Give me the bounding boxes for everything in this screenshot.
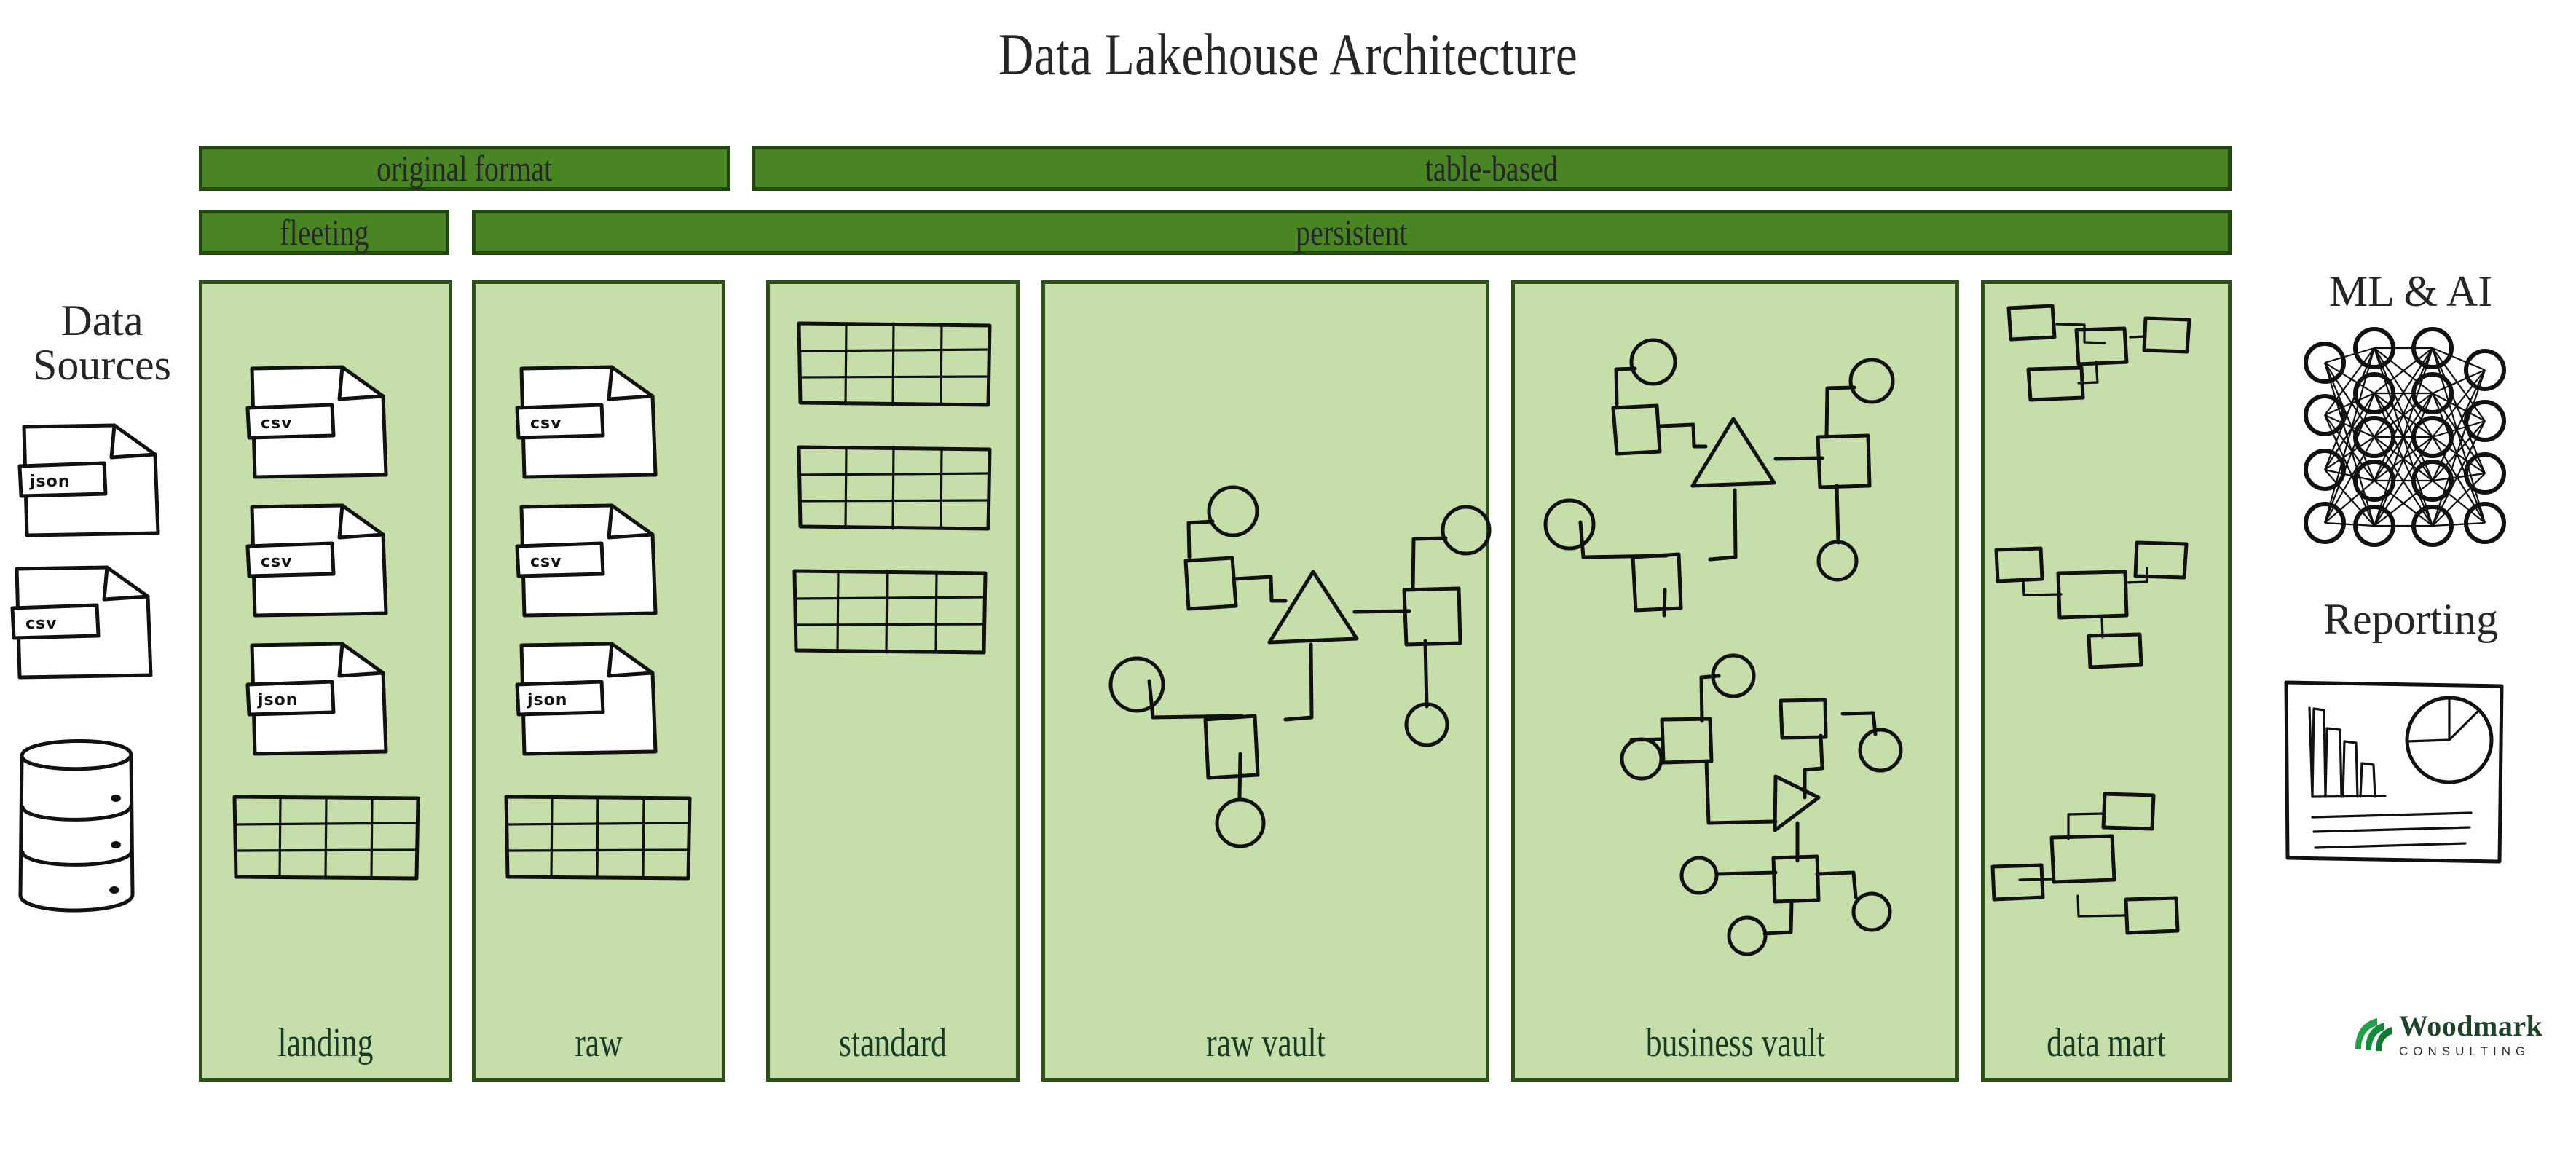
csv-file-icon: csv <box>515 503 661 619</box>
header-bar-table-based-label: table-based <box>1425 148 1559 189</box>
csv-file-icon: csv <box>245 503 392 619</box>
ml-ai-heading: ML & AI <box>2328 267 2493 315</box>
json-file-icon: json <box>17 422 164 539</box>
logo-subtitle: CONSULTING <box>2399 1044 2531 1058</box>
data-vault-graph <box>1067 466 1492 848</box>
zone-data-mart-label: data mart <box>2047 1020 2166 1066</box>
data-sources-heading-line1: Data <box>60 296 143 344</box>
zone-landing-label: landing <box>277 1020 374 1066</box>
data-sources-heading-line2: Sources <box>33 341 171 390</box>
table-icon <box>796 320 993 408</box>
header-bar-persistent: persistent <box>472 210 2232 255</box>
zone-raw-vault-label: raw vault <box>1205 1020 1326 1066</box>
csv-file-icon: csv <box>515 364 661 481</box>
table-icon <box>232 794 421 881</box>
csv-tag-label: csv <box>261 553 292 571</box>
json-tag-label: json <box>527 691 567 709</box>
csv-tag-label: csv <box>530 414 562 433</box>
csv-tag-label: csv <box>25 615 57 633</box>
zone-standard-label: standard <box>839 1020 947 1066</box>
csv-file-icon: csv <box>10 564 157 681</box>
zone-business-vault[interactable]: business vault <box>1511 280 1959 1082</box>
csv-tag-label: csv <box>530 553 562 571</box>
header-bar-original-format: original format <box>199 146 730 191</box>
json-tag-label: json <box>257 691 298 709</box>
json-file-icon: json <box>515 641 661 757</box>
zone-business-vault-label: business vault <box>1645 1020 1825 1066</box>
report-card-icon <box>2283 677 2516 867</box>
woodmark-arcs-icon <box>2355 1017 2392 1051</box>
table-icon <box>503 794 693 881</box>
woodmark-consulting-logo: Woodmark CONSULTING <box>2352 1009 2542 1059</box>
logo-wordmark: Woodmark <box>2399 1009 2543 1042</box>
zone-data-mart[interactable]: data mart <box>1981 280 2232 1082</box>
data-vault-graph <box>1610 641 1959 969</box>
neural-network-icon <box>2287 327 2527 554</box>
zone-raw-vault[interactable]: raw vault <box>1041 280 1492 1082</box>
table-icon <box>792 568 988 655</box>
header-bar-table-based: table-based <box>752 146 2232 191</box>
table-icon <box>796 444 993 532</box>
zone-raw[interactable]: csv csv json raw <box>472 280 725 1082</box>
zone-standard[interactable]: standard <box>766 280 1020 1082</box>
data-vault-graph <box>1508 324 1915 618</box>
page-title: Data Lakehouse Architecture <box>998 21 1578 87</box>
header-bar-fleeting: fleeting <box>199 210 449 255</box>
csv-file-icon: csv <box>245 364 392 481</box>
star-schema <box>2003 302 2221 513</box>
csv-tag-label: csv <box>261 414 292 433</box>
star-schema <box>1990 787 2210 998</box>
zone-landing[interactable]: csv csv json landing <box>199 280 452 1082</box>
json-file-icon: json <box>245 641 392 757</box>
header-bar-fleeting-label: fleeting <box>279 212 369 253</box>
header-bar-persistent-label: persistent <box>1296 212 1408 253</box>
header-bar-original-format-label: original format <box>377 148 553 189</box>
database-cylinder-icon <box>13 728 151 925</box>
data-sources-heading: Data Sources <box>15 296 189 390</box>
json-tag-label: json <box>29 473 70 491</box>
zone-raw-label: raw <box>575 1020 623 1066</box>
star-schema <box>1994 540 2214 754</box>
reporting-heading: Reporting <box>2323 595 2498 643</box>
